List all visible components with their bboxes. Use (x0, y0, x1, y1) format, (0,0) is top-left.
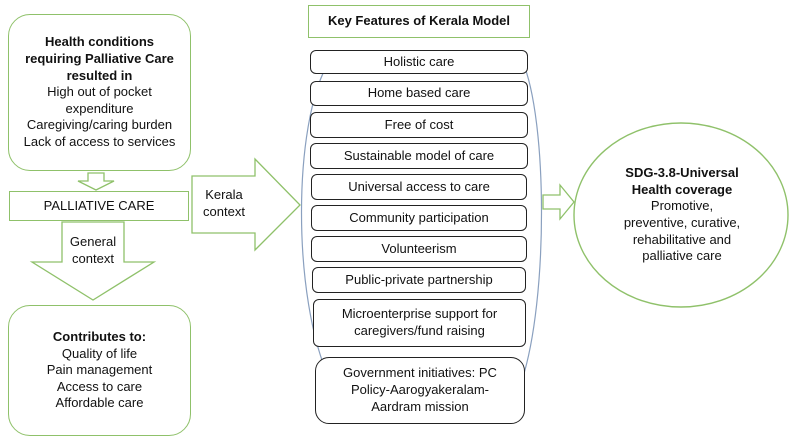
kerala-context-line-2: context (203, 203, 245, 219)
feature-label-line-1: Microenterprise support for (341, 306, 498, 322)
conditions-heading-line-1: Health conditions (44, 34, 155, 50)
sdg-item-1: Promotive, (650, 198, 714, 214)
palliative-care-box: PALLIATIVE CARE (9, 191, 189, 221)
feature-sustainable-model: Sustainable model of care (310, 143, 528, 169)
contributes-item-2: Pain management (46, 362, 153, 378)
feature-label: Free of cost (384, 116, 454, 132)
feature-label: Volunteerism (381, 240, 457, 256)
contributes-heading: Contributes to: (52, 328, 147, 344)
feature-label: Sustainable model of care (343, 147, 495, 163)
arrow-general-context (29, 221, 157, 301)
features-bracket-right (521, 59, 543, 381)
arrow-conditions-to-palliative (77, 172, 115, 191)
conditions-item-3: Caregiving/caring burden (26, 117, 173, 133)
conditions-item-4: Lack of access to services (23, 134, 176, 150)
feature-holistic-care: Holistic care (310, 50, 528, 74)
feature-microenterprise-support: Microenterprise support for caregivers/f… (313, 299, 526, 347)
conditions-box: Health conditions requiring Palliative C… (8, 14, 191, 171)
feature-label: Universal access to care (348, 178, 490, 194)
kerala-context-line-1: Kerala (205, 187, 243, 202)
features-title: Key Features of Kerala Model (327, 13, 511, 29)
sdg-item-4: palliative care (642, 248, 722, 264)
conditions-item-1: High out of pocket (47, 84, 152, 100)
conditions-item-2: expenditure (65, 100, 134, 116)
general-context-label: General context (62, 234, 124, 268)
general-context-line-1: General (69, 234, 117, 249)
general-context-line-2: context (72, 250, 114, 266)
feature-label-line-1: Government initiatives: PC (343, 365, 497, 381)
feature-label-line-3: Aardram mission (371, 398, 469, 414)
conditions-heading-line-2: requiring Palliative Care (25, 50, 174, 66)
feature-label-line-2: Policy-Aarogyakeralam- (351, 382, 489, 398)
sdg-item-2: preventive, curative, (623, 215, 741, 230)
sdg-heading-line-2: Health coverage (631, 181, 733, 197)
feature-label: Community participation (349, 209, 489, 225)
contributes-item-3: Access to care (56, 378, 143, 394)
feature-label: Home based care (367, 85, 471, 101)
contributes-item-4: Affordable care (55, 395, 144, 411)
feature-label-line-2: caregivers/fund raising (354, 323, 485, 338)
sdg-item-3: rehabilitative and (632, 231, 732, 247)
sdg-box: SDG-3.8-Universal Health coverage Promot… (594, 140, 770, 290)
conditions-heading-line-3: resulted in (66, 67, 133, 83)
contributes-item-1: Quality of life (61, 345, 138, 361)
contributes-box: Contributes to: Quality of life Pain man… (8, 305, 191, 436)
feature-government-initiatives: Government initiatives: PC Policy-Aarogy… (315, 357, 525, 424)
feature-community-participation: Community participation (311, 205, 527, 231)
feature-home-based-care: Home based care (310, 81, 528, 106)
feature-free-of-cost: Free of cost (310, 112, 528, 138)
feature-label: Holistic care (383, 53, 455, 69)
palliative-care-label: PALLIATIVE CARE (43, 197, 155, 213)
arrow-features-to-sdg (542, 183, 575, 221)
feature-universal-access: Universal access to care (311, 174, 527, 200)
sdg-heading-line-1: SDG-3.8-Universal (625, 165, 739, 181)
sdg-ellipse (573, 122, 789, 308)
arrow-kerala-context (191, 157, 301, 252)
feature-public-private-partnership: Public-private partnership (312, 267, 526, 293)
feature-volunteerism: Volunteerism (311, 236, 527, 262)
kerala-context-label: Kerala context (194, 187, 254, 221)
feature-label: Public-private partnership (345, 271, 493, 287)
features-title-box: Key Features of Kerala Model (308, 5, 530, 38)
